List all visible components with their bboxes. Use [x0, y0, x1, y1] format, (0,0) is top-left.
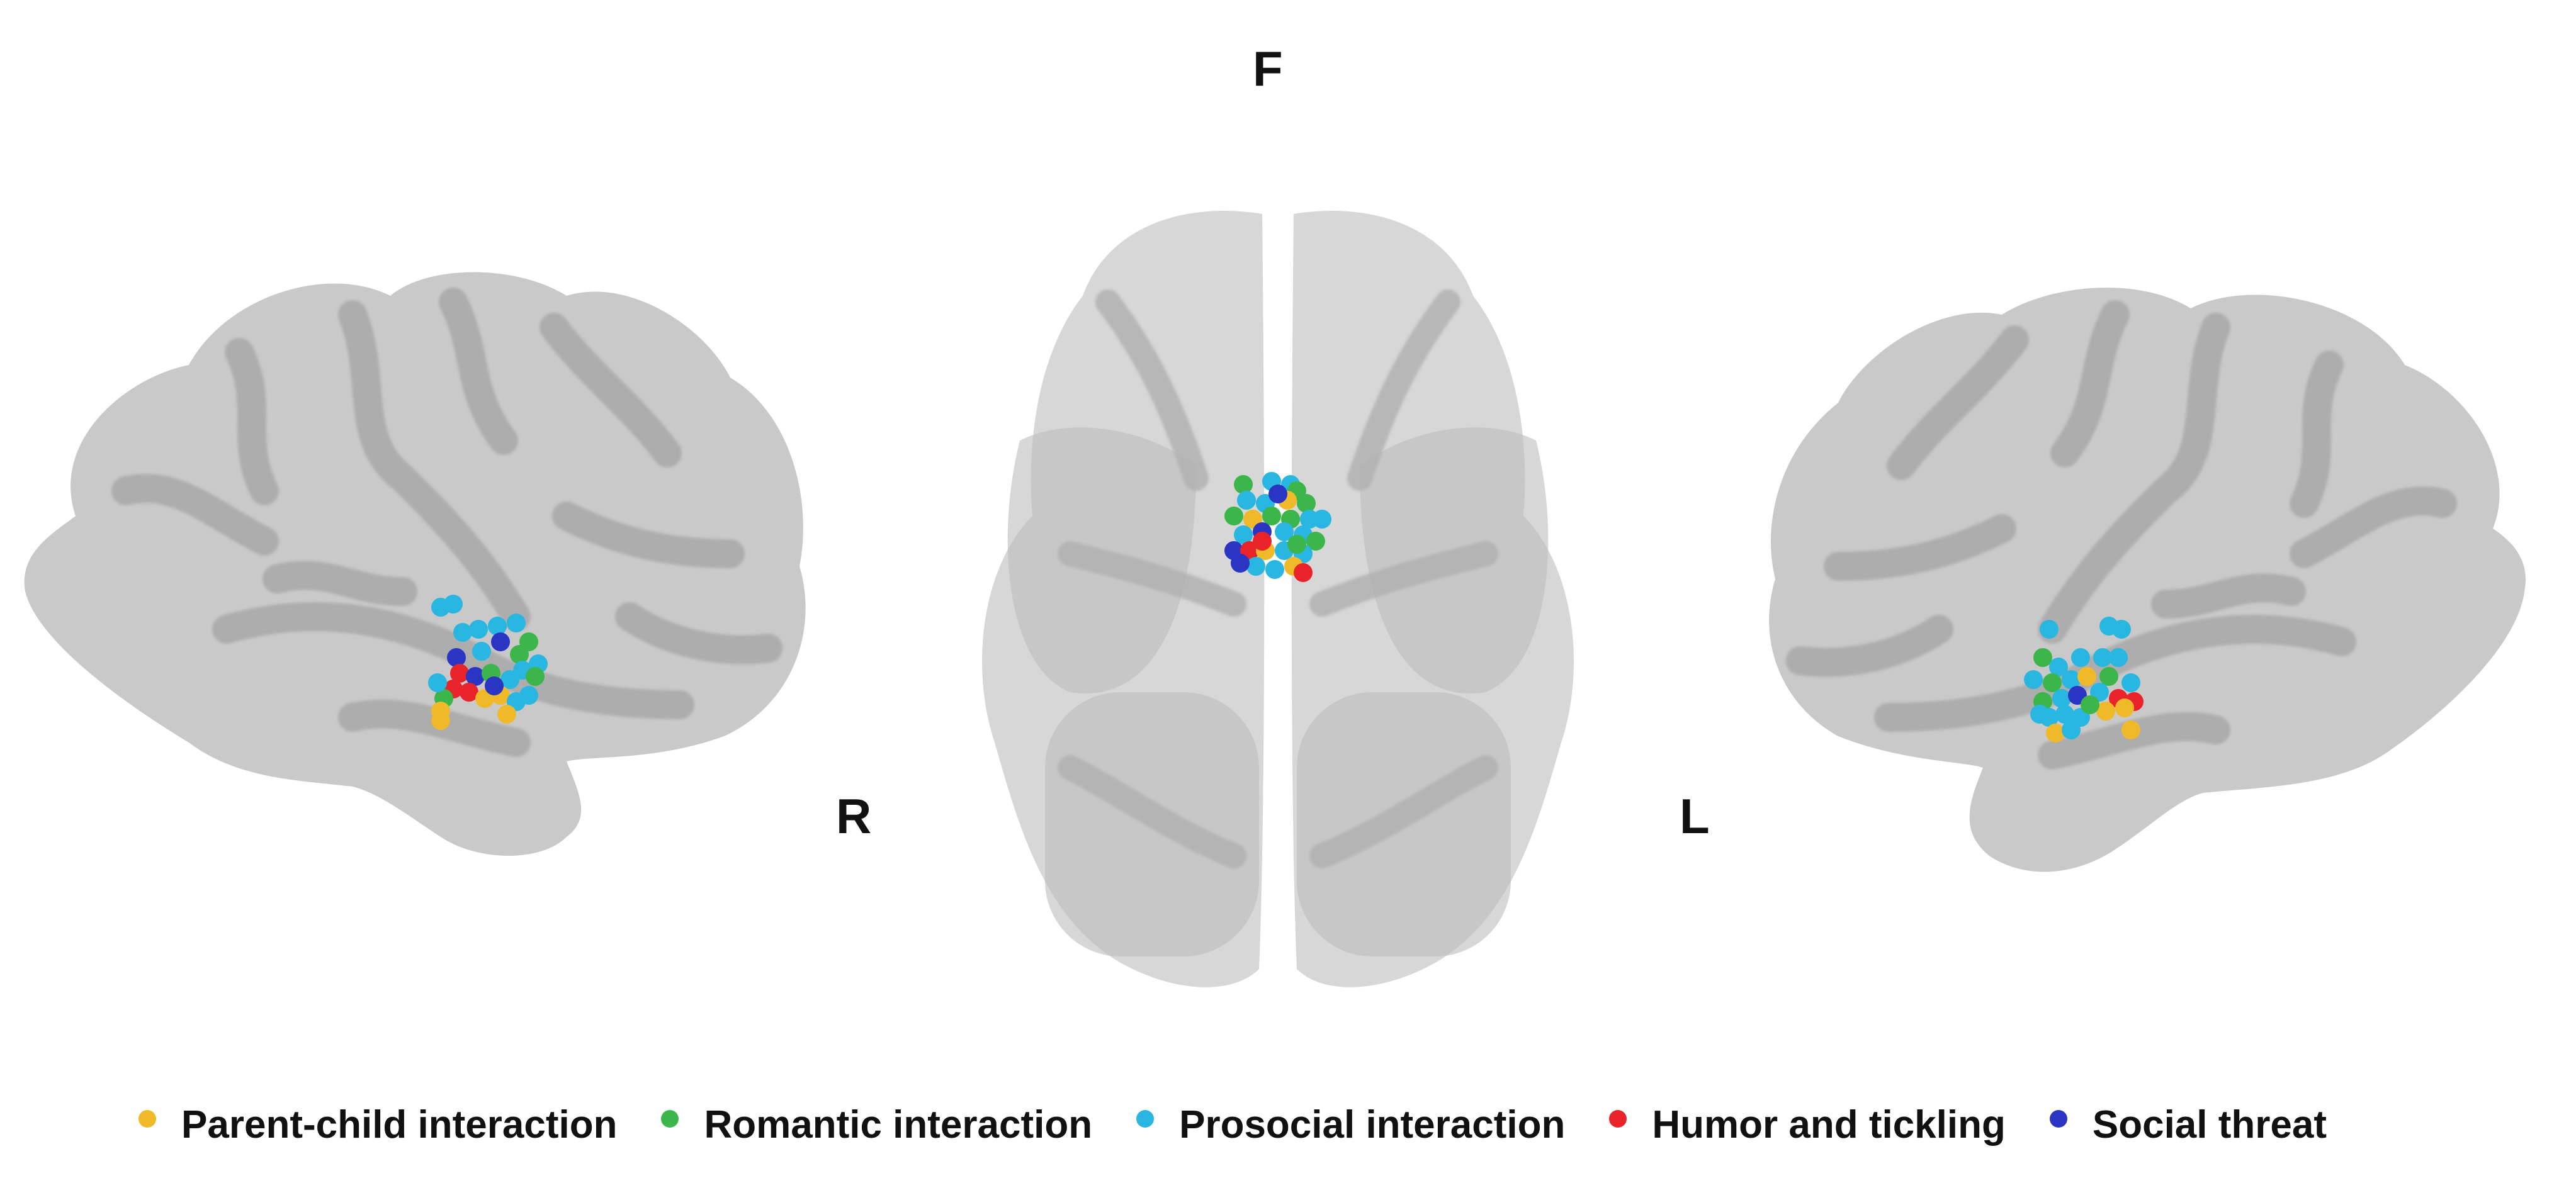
- orientation-label-left: L: [1680, 788, 1710, 844]
- activation-dot-threat: [1231, 554, 1250, 573]
- activation-dot-prosocial: [1275, 522, 1294, 541]
- activation-dot-romantic: [2099, 667, 2118, 686]
- activation-dot-threat: [466, 667, 485, 686]
- activation-dot-prosocial: [469, 620, 488, 639]
- legend: Parent-child interaction Romantic intera…: [138, 1096, 2371, 1153]
- activation-dot-prosocial: [488, 617, 507, 636]
- activation-dot-prosocial: [1237, 491, 1256, 510]
- brain-left-lateral-icon: [1769, 288, 2526, 872]
- activation-dot-prosocial: [428, 673, 447, 692]
- legend-dot-social-threat-icon: [2049, 1110, 2067, 1128]
- legend-item-parent-child: Parent-child interaction: [138, 1102, 617, 1147]
- activation-dot-prosocial: [1313, 510, 1331, 529]
- activation-dot-humor: [450, 664, 469, 683]
- activation-dot-romantic: [526, 667, 545, 686]
- activation-dot-prosocial: [444, 595, 463, 614]
- activation-dot-threat: [1268, 485, 1287, 503]
- activation-dot-prosocial: [2052, 689, 2071, 708]
- activation-dot-threat: [485, 676, 504, 695]
- legend-label: Humor and tickling: [1652, 1102, 2006, 1147]
- activation-dot-prosocial: [472, 642, 491, 661]
- brain-right-lateral-icon: [24, 272, 806, 856]
- activation-dot-prosocial: [507, 614, 526, 632]
- activation-dot-romantic: [2081, 695, 2099, 714]
- activation-dot-romantic: [2043, 673, 2062, 692]
- activation-dot-parent: [2121, 720, 2140, 739]
- legend-item-social-threat: Social threat: [2049, 1102, 2327, 1147]
- legend-item-humor: Humor and tickling: [1609, 1102, 2006, 1147]
- activation-dot-romantic: [1287, 535, 1306, 554]
- activation-dot-prosocial: [1234, 525, 1253, 544]
- orientation-label-front: F: [1253, 41, 1283, 96]
- activation-dot-romantic: [1224, 507, 1243, 525]
- activation-dot-threat: [447, 648, 466, 667]
- activation-dot-prosocial: [2109, 648, 2128, 667]
- legend-dot-romantic-icon: [661, 1110, 679, 1128]
- legend-dot-humor-icon: [1609, 1110, 1627, 1128]
- activation-dot-prosocial: [2121, 673, 2140, 692]
- legend-label: Prosocial interaction: [1179, 1102, 1566, 1147]
- activation-dot-romantic: [2033, 648, 2052, 667]
- activation-dot-romantic: [1306, 532, 1325, 551]
- activation-dot-prosocial: [2040, 620, 2059, 639]
- activation-dot-prosocial: [2062, 670, 2081, 689]
- legend-label: Parent-child interaction: [181, 1102, 618, 1147]
- legend-label: Romantic interaction: [704, 1102, 1093, 1147]
- activation-dot-prosocial: [2093, 648, 2112, 667]
- activation-dot-prosocial: [2112, 620, 2131, 639]
- activation-dot-prosocial: [2024, 670, 2043, 689]
- activation-dot-parent: [2096, 702, 2115, 720]
- activation-dot-parent: [2115, 698, 2134, 717]
- activation-dot-prosocial: [519, 686, 538, 705]
- activation-dot-humor: [460, 683, 478, 702]
- activation-dot-humor: [1253, 532, 1272, 551]
- activation-dot-threat: [491, 632, 510, 651]
- orientation-label-right: R: [836, 788, 872, 844]
- activation-dot-prosocial: [1246, 557, 1265, 576]
- activation-dot-humor: [1294, 563, 1313, 582]
- activation-dot-prosocial: [1265, 560, 1284, 579]
- activation-dot-prosocial: [2049, 658, 2068, 676]
- activation-dot-prosocial: [2071, 648, 2090, 667]
- legend-item-romantic: Romantic interaction: [661, 1102, 1092, 1147]
- activation-dot-prosocial: [2062, 720, 2081, 739]
- activation-dot-romantic: [1297, 494, 1316, 513]
- legend-dot-parent-child-icon: [138, 1110, 156, 1128]
- activation-dot-parent: [2077, 667, 2096, 686]
- legend-item-prosocial: Prosocial interaction: [1136, 1102, 1565, 1147]
- activation-dot-prosocial: [453, 623, 472, 642]
- activation-dot-romantic: [1234, 475, 1253, 494]
- brain-dorsal-icon: [982, 211, 1574, 987]
- activation-dot-prosocial: [2030, 705, 2049, 724]
- activation-dot-romantic: [519, 632, 538, 651]
- legend-dot-prosocial-icon: [1136, 1110, 1155, 1128]
- activation-dot-parent: [2046, 724, 2065, 743]
- activation-dot-parent: [431, 711, 450, 730]
- legend-label: Social threat: [2092, 1102, 2327, 1147]
- activation-dot-romantic: [1262, 507, 1281, 525]
- activation-dot-prosocial: [2055, 705, 2074, 724]
- activation-dot-parent: [497, 705, 516, 724]
